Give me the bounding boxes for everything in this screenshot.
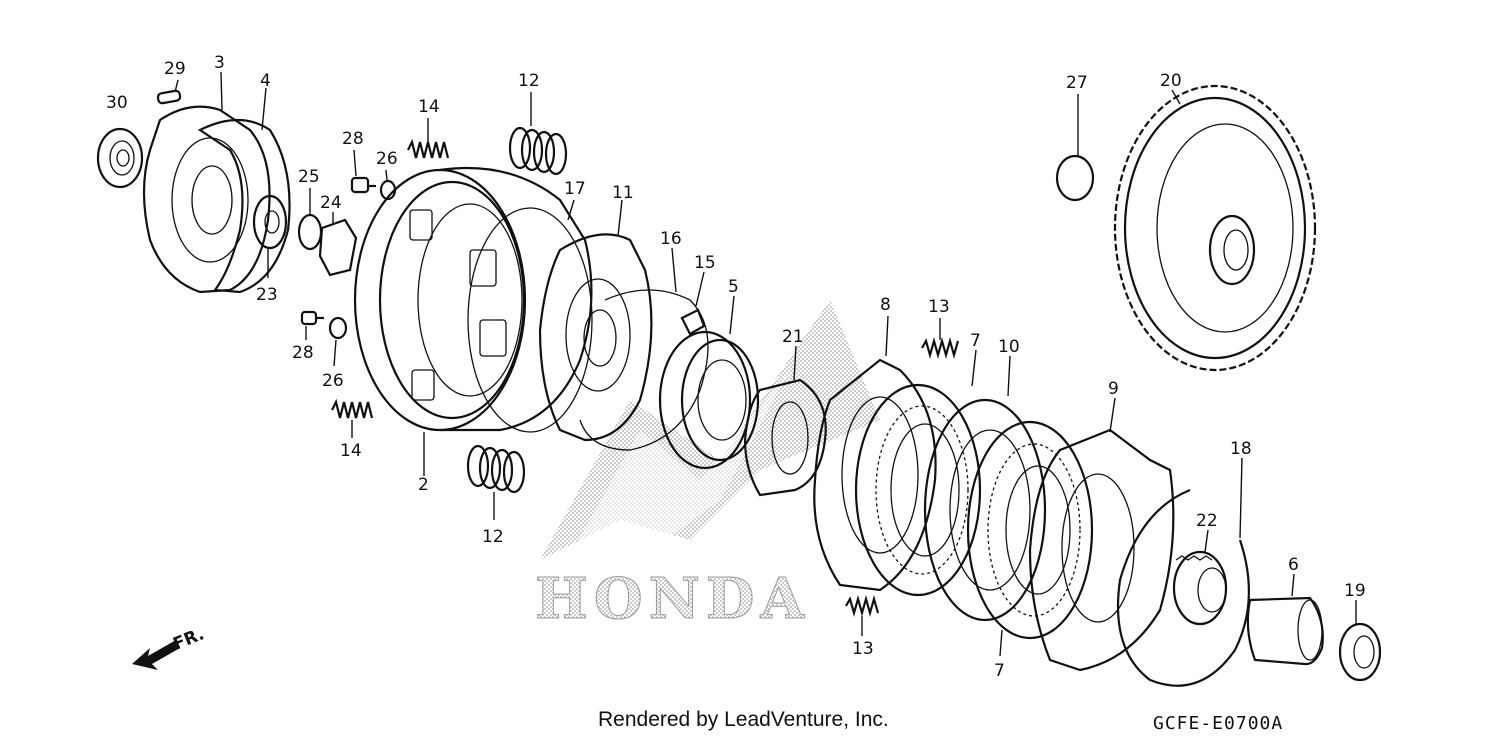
callout-23: 23 [256,285,278,305]
part-8-pressure-plate [813,315,937,592]
part-9-end-plate [1028,397,1175,672]
callout-28-upper: 28 [342,129,364,149]
part-28-bolt-upper [350,149,376,194]
part-2-clutch-drum [353,166,593,476]
callout-6: 6 [1288,555,1299,575]
part-11-drive-plate [538,199,653,442]
credit-text: Rendered by LeadVenture, Inc. [598,708,889,731]
callout-27: 27 [1066,73,1088,93]
callout-14-lower: 14 [340,441,362,461]
callout-19: 19 [1344,581,1366,601]
part-7-friction-disc-a [854,349,982,597]
callout-14-upper: 14 [418,97,440,117]
diagram-code: GCFE-E0700A [1153,713,1284,734]
part-29-pin [156,79,182,105]
part-23-washer [252,194,288,278]
callout-7-upper: 7 [970,331,981,351]
callout-26-lower: 26 [322,371,344,391]
part-14-spring-upper [407,118,450,159]
part-12-spring-upper [508,92,568,176]
part-28-bolt-lower [300,310,324,340]
part-17-ring [467,199,593,433]
callout-26-upper: 26 [376,149,398,169]
callout-7-lower: 7 [994,661,1005,681]
callout-18: 18 [1230,439,1252,459]
callout-12-lower: 12 [482,527,504,547]
part-12-spring-lower [466,444,526,520]
part-21-hub [743,345,827,497]
callout-28-lower: 28 [292,343,314,363]
part-26-washer-upper [379,169,397,201]
part-15-weight [680,271,706,336]
part-10-clutch-plate [923,355,1047,622]
part-7-friction-disc-b [966,420,1094,657]
front-direction-indicator: FR. [132,624,207,670]
callout-29: 29 [164,59,186,79]
part-14-spring-lower [331,398,374,438]
callout-16: 16 [660,229,682,249]
part-13-spring-lower [845,594,880,636]
callout-20: 20 [1160,71,1182,91]
direction-label: FR. [170,624,207,654]
callout-labels: 30 29 3 4 25 24 23 28 26 14 12 17 11 16 … [106,53,1366,681]
part-20-primary-gear [1113,84,1317,372]
part-4-gasket [197,87,291,294]
part-16-spring-clip [579,247,709,451]
callout-13-lower: 13 [852,639,874,659]
part-26-washer-lower [328,316,348,367]
part-5-one-way-clutch [658,295,760,470]
callout-15: 15 [694,253,716,273]
callout-4: 4 [260,71,271,91]
callout-30: 30 [106,93,128,113]
part-25-ring [297,188,323,251]
part-24-plate [318,212,358,277]
callout-3: 3 [214,53,225,73]
watermark-text: HONDA [535,566,810,632]
callout-5: 5 [728,277,739,297]
part-6-bush [1246,573,1324,666]
callout-11: 11 [612,183,634,203]
callout-22: 22 [1196,511,1218,531]
part-19-washer [1338,600,1382,682]
callout-17: 17 [564,179,586,199]
part-18-circlip [1116,457,1250,687]
callout-13-upper: 13 [928,297,950,317]
callout-2: 2 [418,475,429,495]
callout-12-upper: 12 [518,71,540,91]
callout-8: 8 [880,295,891,315]
part-3-cover [142,71,271,294]
part-30-bearing [96,127,144,189]
callout-21: 21 [782,327,804,347]
callout-25: 25 [298,167,320,187]
part-22-gear [1172,529,1228,626]
callout-10: 10 [998,337,1020,357]
part-27-snap-ring [1055,94,1095,202]
callout-9: 9 [1108,379,1119,399]
callout-24: 24 [320,193,342,213]
part-13-spring-upper [921,318,960,360]
